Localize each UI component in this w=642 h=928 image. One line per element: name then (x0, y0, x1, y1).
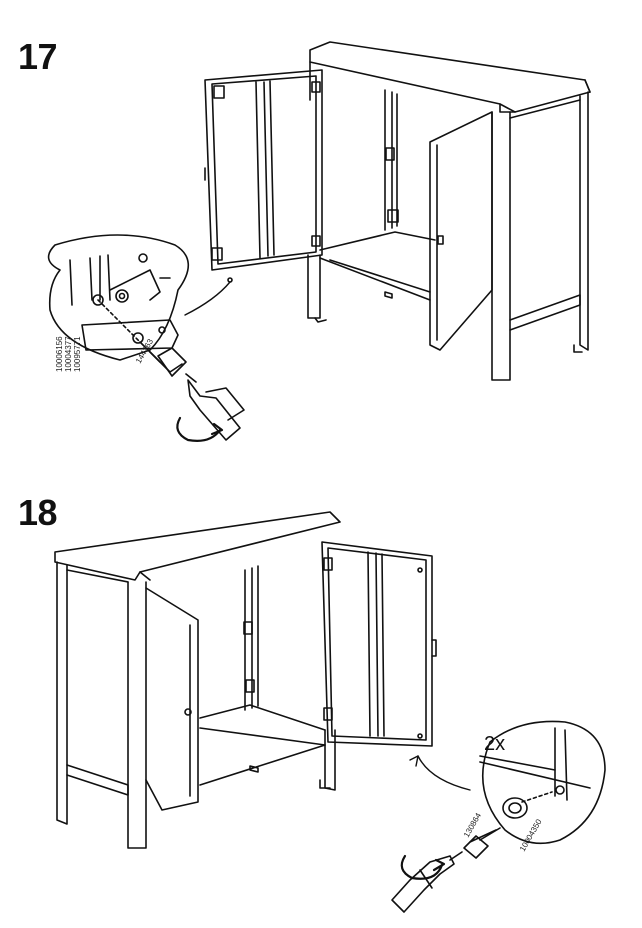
part-code: 130864 (462, 811, 483, 839)
step-17-illustration: 10006156 10004377 10095771 144263 (47, 41, 591, 442)
cabinet-illustration (307, 41, 591, 381)
rotation-arrow-icon (400, 854, 446, 880)
loose-door-illustration (321, 541, 437, 747)
rotation-arrow-icon (176, 416, 224, 442)
door-bumper-detail-callout (463, 720, 606, 859)
step-18-number: 18 (18, 492, 58, 533)
screw-code: 144263 (134, 337, 155, 365)
part-code: 10004350 (518, 817, 544, 853)
step-18-illustration: 2x 130864 10004350 (54, 511, 606, 913)
part-code: 10004377 (64, 336, 73, 372)
quantity-label: 2x (484, 733, 505, 755)
step-17-number: 17 (18, 36, 58, 77)
part-code: 10006156 (55, 336, 64, 372)
screwdriver-icon (185, 373, 245, 441)
cabinet-illustration (54, 511, 341, 849)
hinge-detail-callout (47, 234, 190, 377)
loose-door-illustration (204, 69, 323, 283)
part-code: 10095771 (73, 336, 82, 372)
